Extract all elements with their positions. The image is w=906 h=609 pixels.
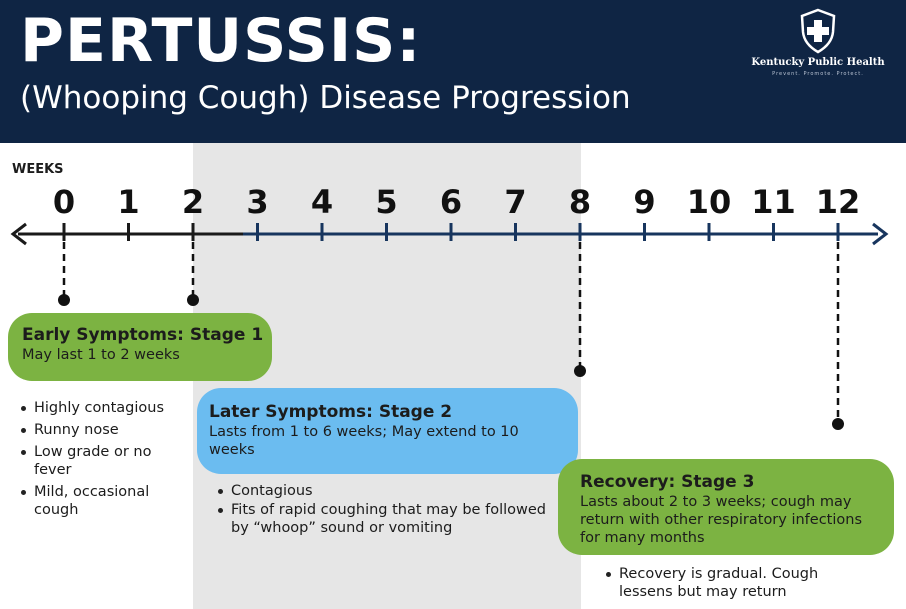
list-item: Recovery is gradual. Cough lessens but m… <box>605 565 865 601</box>
stage-3-box: Recovery: Stage 3 Lasts about 2 to 3 wee… <box>558 459 894 555</box>
logo-tagline: Prevent. Promote. Protect. <box>772 71 864 77</box>
stage-3-bullets: Recovery is gradual. Cough lessens but m… <box>605 565 865 605</box>
list-item: Mild, occasional cough <box>20 483 180 519</box>
week-tick-label: 3 <box>246 183 269 221</box>
stage-marker-dot <box>58 294 70 306</box>
axis-left-arrow <box>10 222 27 246</box>
list-item: Runny nose <box>20 421 180 439</box>
week-tick-label: 12 <box>815 183 861 221</box>
logo-name: Kentucky Public Health <box>751 57 885 68</box>
week-tick-label: 7 <box>504 183 527 221</box>
kentucky-public-health-logo: Kentucky Public Health Prevent. Promote.… <box>742 8 894 88</box>
week-tick-label: 4 <box>310 183 334 221</box>
stage-marker-dot <box>832 418 844 430</box>
list-item: Low grade or no fever <box>20 443 180 479</box>
stage-2-box: Later Symptoms: Stage 2 Lasts from 1 to … <box>197 388 578 474</box>
stage-2-title: Later Symptoms: Stage 2 <box>209 402 453 422</box>
stage-1-title: Early Symptoms: Stage 1 <box>22 325 264 345</box>
week-tick-label: 1 <box>117 183 140 221</box>
week-tick-label: 11 <box>751 183 796 221</box>
stage-marker-dot <box>574 365 586 377</box>
shield-cross-icon <box>800 8 836 54</box>
week-tick-label: 0 <box>52 183 76 221</box>
week-tick-label: 2 <box>181 183 205 221</box>
stage-1-duration: May last 1 to 2 weeks <box>22 347 180 363</box>
weeks-axis-label: WEEKS <box>12 162 64 177</box>
header-banner: PERTUSSIS: (Whooping Cough) Disease Prog… <box>0 0 906 143</box>
week-tick-label: 9 <box>633 183 656 221</box>
list-item: Highly contagious <box>20 399 180 417</box>
stage-3-title: Recovery: Stage 3 <box>580 472 755 492</box>
stage-2-duration: Lasts from 1 to 6 weeks; May extend to 1… <box>209 424 519 458</box>
stage-2-bullets: Contagious Fits of rapid coughing that m… <box>217 482 557 538</box>
week-tick-label: 6 <box>439 183 463 221</box>
page-title: PERTUSSIS: <box>20 6 422 76</box>
week-tick-label: 10 <box>686 183 732 221</box>
list-item: Fits of rapid coughing that may be follo… <box>217 501 557 537</box>
week-tick-label: 5 <box>375 183 398 221</box>
page-subtitle: (Whooping Cough) Disease Progression <box>20 80 631 116</box>
stage-marker-dot <box>187 294 199 306</box>
stage-1-bullets: Highly contagious Runny nose Low grade o… <box>20 399 180 523</box>
axis-right-arrow <box>872 222 889 246</box>
stage-3-duration: Lasts about 2 to 3 weeks; cough may retu… <box>580 494 863 546</box>
week-tick-label: 8 <box>568 183 592 221</box>
stage-1-box: Early Symptoms: Stage 1 May last 1 to 2 … <box>8 313 272 381</box>
list-item: Contagious <box>217 482 557 500</box>
